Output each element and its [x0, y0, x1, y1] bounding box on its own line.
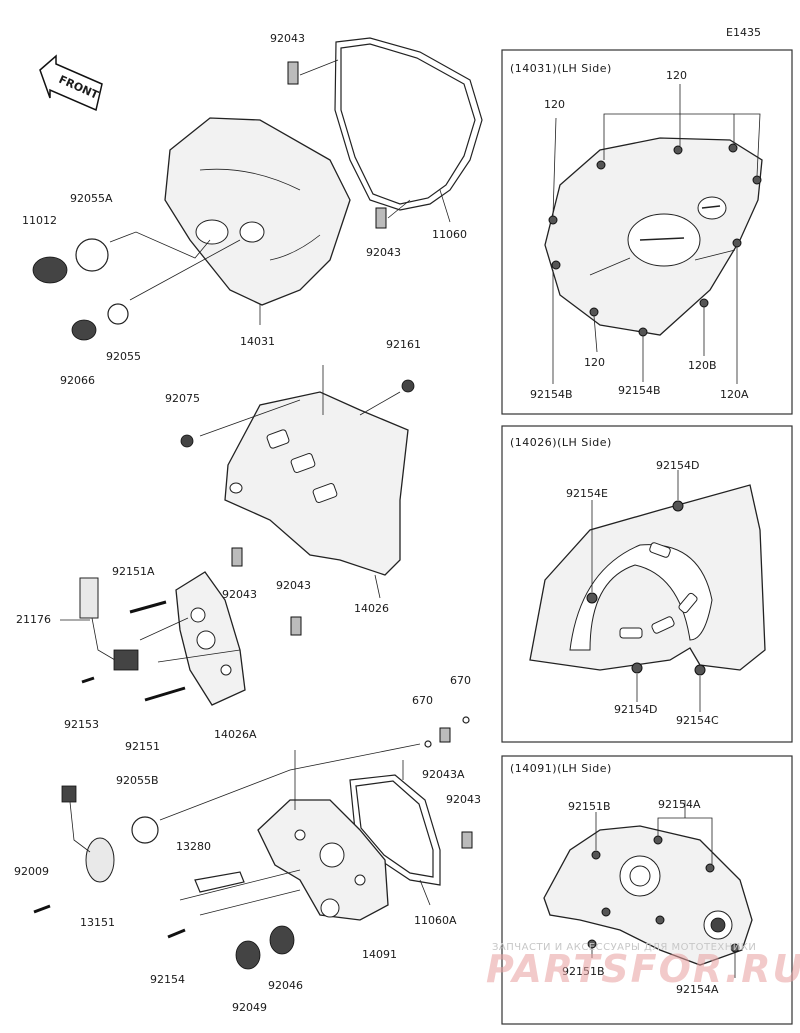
- label-92009: 92009: [14, 865, 49, 878]
- label-92154: 92154: [150, 973, 185, 986]
- dowel-pin-icon: [290, 616, 302, 636]
- panel-14031: (14031)(LH Side): [501, 49, 793, 415]
- label-92043: 92043: [276, 579, 311, 592]
- label-92151: 92151: [125, 740, 160, 753]
- gear-position-sensor-icon: [113, 649, 139, 671]
- grommet-icon: [401, 379, 415, 393]
- shaft-13280: [194, 871, 245, 893]
- connector-icon: [61, 785, 77, 803]
- label-92055: 92055: [106, 350, 141, 363]
- label-92066: 92066: [60, 374, 95, 387]
- washer-icon: [424, 740, 432, 748]
- label-670: 670: [450, 674, 471, 687]
- sprocket-cover-group: [180, 365, 415, 599]
- dowel-pin-icon: [461, 831, 473, 849]
- label-92049: 92049: [232, 1001, 267, 1014]
- label-92154B: 92154B: [618, 384, 661, 397]
- label-14031: 14031: [240, 335, 275, 348]
- dowel-pin-icon: [287, 61, 299, 85]
- panel-title: (14026)(LH Side): [510, 436, 612, 449]
- o-ring-icon: [75, 238, 109, 272]
- label-92043: 92043: [270, 32, 305, 45]
- panel-title: (14091)(LH Side): [510, 762, 612, 775]
- o-ring-icon: [131, 816, 159, 844]
- grommet-icon: [180, 434, 194, 448]
- label-13280: 13280: [176, 840, 211, 853]
- connector-icon: [79, 577, 99, 619]
- label-92043: 92043: [222, 588, 257, 601]
- o-ring-icon: [107, 303, 129, 325]
- oil-filler-cap-icon: [32, 256, 68, 284]
- label-120B: 120B: [688, 359, 717, 372]
- sprocket-cover-14026: [224, 391, 409, 576]
- sensor-13151-icon: [85, 837, 115, 883]
- label-92151A: 92151A: [112, 565, 155, 578]
- label-14026: 14026: [354, 602, 389, 615]
- label-120: 120: [584, 356, 605, 369]
- diagram-code: E1435: [726, 26, 761, 39]
- label-11060: 11060: [432, 228, 467, 241]
- label-11012: 11012: [22, 214, 57, 227]
- plug-icon: [71, 319, 97, 341]
- label-92055A: 92055A: [70, 192, 113, 205]
- label-92055B: 92055B: [116, 774, 159, 787]
- label-92154E: 92154E: [566, 487, 608, 500]
- label-92043: 92043: [446, 793, 481, 806]
- panel-14091: (14091)(LH Side): [501, 755, 793, 1025]
- gasket-11060: [334, 37, 483, 211]
- panel-title: (14031)(LH Side): [510, 62, 612, 75]
- label-11060A: 11060A: [414, 914, 457, 927]
- label-92154C: 92154C: [676, 714, 719, 727]
- label-92154A: 92154A: [658, 798, 701, 811]
- label-92153: 92153: [64, 718, 99, 731]
- label-92043A: 92043A: [422, 768, 465, 781]
- label-92151B: 92151B: [562, 965, 605, 978]
- label-21176: 21176: [16, 613, 51, 626]
- case-cover-group: [33, 716, 473, 970]
- label-92154D: 92154D: [656, 459, 699, 472]
- watermark-tagline: ЗАПЧАСТИ И АКСЕССУАРЫ ДЛЯ МОТОТЕХНИКИ: [492, 942, 756, 953]
- label-14091: 14091: [362, 948, 397, 961]
- clutch-cover-group: [32, 37, 483, 341]
- label-92046: 92046: [268, 979, 303, 992]
- label-14026A: 14026A: [214, 728, 257, 741]
- label-120: 120: [544, 98, 565, 111]
- label-120A: 120A: [720, 388, 749, 401]
- dowel-pin-icon: [231, 547, 243, 567]
- dowel-pin-icon: [375, 207, 387, 229]
- sensor-bracket-group: [60, 547, 302, 706]
- label-92043: 92043: [366, 246, 401, 259]
- label-92154B: 92154B: [530, 388, 573, 401]
- label-92154A: 92154A: [676, 983, 719, 996]
- label-670: 670: [412, 694, 433, 707]
- watermark-logo: PARTSFOR.RU: [486, 947, 800, 991]
- oil-seal-icon: [235, 940, 261, 970]
- label-120: 120: [666, 69, 687, 82]
- label-92154D: 92154D: [614, 703, 657, 716]
- clutch-cover-14031: [164, 117, 351, 306]
- label-13151: 13151: [80, 916, 115, 929]
- dowel-pin-icon: [439, 727, 451, 743]
- label-92161: 92161: [386, 338, 421, 351]
- label-92151B: 92151B: [568, 800, 611, 813]
- front-arrow-icon: FRONT: [39, 54, 103, 112]
- label-92075: 92075: [165, 392, 200, 405]
- panel-14026: (14026)(LH Side): [501, 425, 793, 743]
- washer-icon: [462, 716, 470, 724]
- bearing-icon: [269, 925, 295, 955]
